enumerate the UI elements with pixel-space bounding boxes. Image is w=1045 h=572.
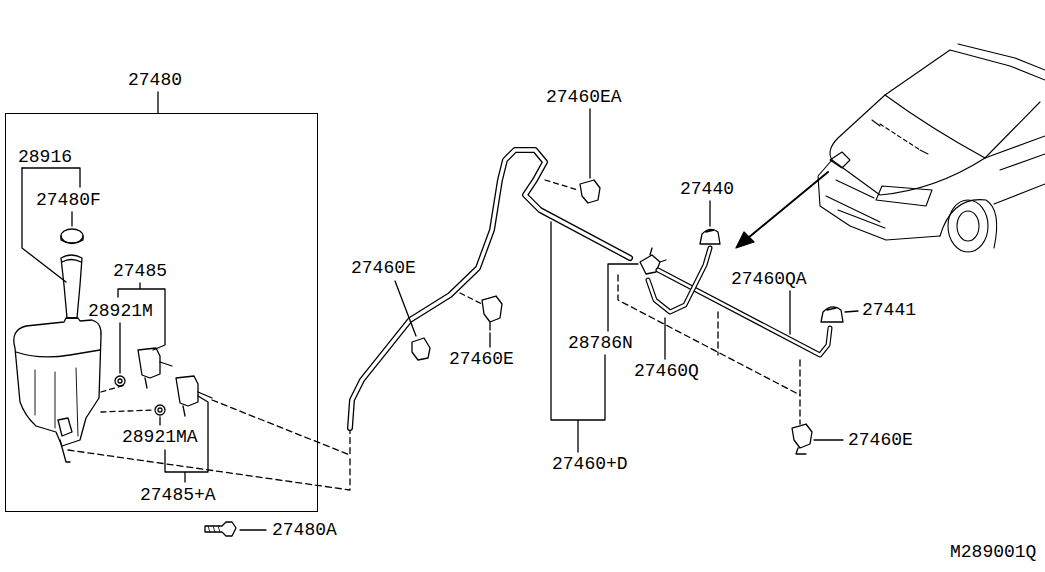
hose-clip — [482, 296, 502, 330]
dashed-line — [460, 293, 482, 304]
leader-line — [489, 333, 490, 347]
view-arrow — [748, 172, 828, 238]
leader-line — [71, 212, 72, 226]
dashed-line — [618, 275, 800, 395]
filler-cap-rim — [61, 236, 83, 244]
washer-hose — [648, 248, 710, 312]
callout-number: 27460E — [848, 431, 913, 449]
leader-line — [589, 109, 590, 178]
callout-number: 27485+A — [140, 486, 216, 504]
callout-number: 28921MA — [122, 428, 198, 446]
bracket-line — [22, 168, 80, 187]
tank-outlet — [58, 418, 72, 462]
dashed-line — [799, 360, 800, 424]
callout-number: 28916 — [18, 148, 72, 166]
callout-number: 27440 — [680, 180, 734, 198]
callout-number: 27485 — [113, 262, 167, 280]
callout-number: 27460EA — [546, 88, 622, 106]
dashed-line — [212, 400, 350, 455]
leader-line — [395, 281, 416, 336]
washer-pump — [176, 376, 198, 406]
leader-line — [22, 168, 66, 282]
washer-tank — [14, 318, 101, 446]
washer-hose — [350, 150, 630, 428]
washer-nozzle — [700, 229, 720, 244]
callout-number: 28921M — [88, 302, 153, 320]
grommet — [155, 405, 165, 415]
washer-nozzle — [821, 307, 843, 322]
callout-number: 27460+D — [552, 455, 628, 473]
hose-clip — [412, 338, 430, 360]
grommet — [115, 376, 125, 386]
pump-pipe — [145, 362, 172, 388]
figure-code: M289001Q — [950, 543, 1036, 561]
dashed-line — [68, 450, 350, 490]
screw-thread — [208, 526, 220, 532]
callout-number: 27460E — [351, 259, 416, 277]
screw — [205, 522, 236, 536]
view-arrowhead — [736, 232, 754, 248]
bracket-line — [608, 264, 638, 331]
washer-pump — [138, 348, 160, 378]
part-number: 27480 — [128, 71, 182, 89]
tank-rib — [35, 368, 78, 436]
box-outline — [5, 113, 318, 512]
leader-line — [157, 92, 158, 113]
callout-number: 27460QA — [731, 270, 807, 288]
callout-number: 27460Q — [634, 362, 699, 380]
callout-number: 27480A — [272, 521, 337, 539]
leader-line — [159, 417, 160, 425]
leader-line — [845, 311, 858, 312]
callout-number: 27441 — [862, 301, 916, 319]
washer-hose — [658, 270, 830, 355]
leader-line — [119, 323, 120, 373]
leader-line — [240, 529, 266, 530]
dashed-line — [717, 312, 718, 355]
callout-number: 27480F — [36, 191, 101, 209]
tank-seam — [16, 350, 100, 357]
filler-cap — [61, 229, 83, 243]
grommet-hole — [158, 408, 162, 412]
leader-line — [814, 439, 843, 440]
grommet-hole — [118, 379, 122, 383]
dashed-line — [545, 180, 578, 190]
dashed-line — [101, 385, 154, 412]
hose-clip — [792, 424, 812, 454]
leader-line — [709, 201, 710, 226]
filler-tube — [61, 255, 82, 318]
callout-number: 28786N — [568, 334, 633, 352]
component-box: 27480 — [5, 70, 318, 512]
callout-number: 27460E — [449, 350, 514, 368]
hose-clip — [580, 180, 600, 203]
leader-line — [664, 318, 665, 359]
filler-tube-ring — [62, 260, 81, 263]
leader-line — [789, 291, 790, 334]
car-illustration — [818, 44, 1045, 252]
